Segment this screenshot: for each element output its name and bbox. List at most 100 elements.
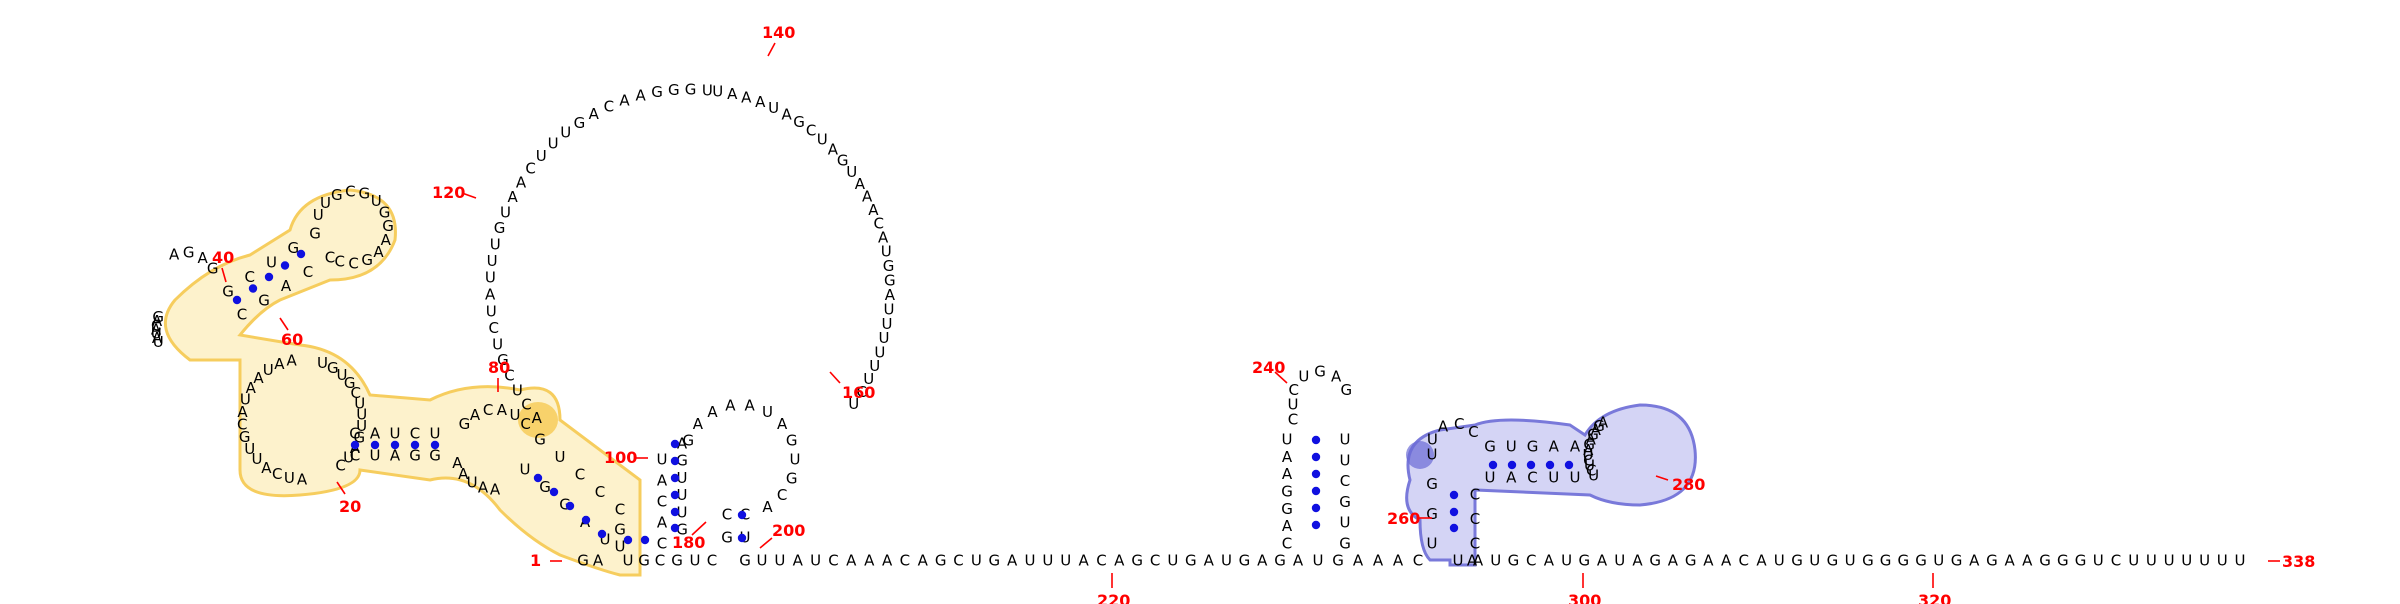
nucleotide-loop120-145: A — [532, 409, 543, 427]
nucleotide-loop120-158: U — [500, 203, 511, 221]
nucleotide-loop140-191: U — [881, 243, 892, 261]
nucleotide-linear-200s-10: U — [774, 552, 785, 570]
nucleotide-hp240-right-107: G — [1339, 493, 1351, 511]
nucleotide-loop120-163: U — [548, 135, 559, 153]
nucleotide-internal-loop-left-296: A — [246, 379, 257, 397]
yellow-region-outline — [164, 188, 642, 577]
nucleotide-loop180-217: A — [725, 396, 736, 414]
nucleotide-hp80-bottom-311: A — [452, 454, 463, 472]
nucleotide-loop140-180: G — [793, 113, 805, 131]
nucleotide-tail-55: A — [1632, 552, 1643, 570]
nucleotide-stem-base-6: U — [690, 552, 701, 570]
nucleotide-loop140-188: A — [868, 201, 879, 219]
nucleotide-tail-78: G — [2039, 552, 2051, 570]
nucleotide-loop140-185: U — [846, 163, 857, 181]
base-pair-dot-helix40-4 — [296, 249, 306, 259]
nucleotide-loop40-263: G — [207, 260, 219, 278]
nucleotide-loop180-215: A — [693, 415, 704, 433]
tick-pos-40 — [221, 267, 227, 283]
nucleotide-loop120-168: A — [619, 92, 630, 110]
nucleotide-hp240-right-105: U — [1340, 451, 1351, 469]
nucleotide-linear-200s-18: A — [918, 552, 929, 570]
nucleotide-hp80-top-302: A — [470, 406, 481, 424]
base-pair-dot-hp260-2 — [1449, 523, 1459, 533]
nucleotide-loop120-161: C — [525, 160, 535, 178]
nucleotide-internal-loop-left-288: C — [272, 465, 282, 483]
nucleotide-internal-loop-left-299: A — [274, 355, 285, 373]
nucleotide-stem-base-5: G — [671, 552, 683, 570]
nucleotide-loop-left-256: A — [151, 321, 162, 339]
nucleotide-loop120-164: U — [560, 124, 571, 142]
base-pair-dot-ml280-2 — [1526, 460, 1536, 470]
base-pair-dot-stem100-0 — [670, 439, 680, 449]
nucleotide-hp240-loop-101: G — [1314, 363, 1326, 381]
nucleotide-helix40-bottom-238: C — [303, 263, 313, 281]
nucleotide-hp260-right-115: C — [1470, 510, 1480, 528]
nucleotide-stem200-226: C — [722, 506, 732, 524]
base-pair-dot-stem100-3 — [670, 490, 680, 500]
label-pos-200: 200 — [772, 521, 805, 540]
nucleotide-internal-loop-left-290: U — [252, 450, 263, 468]
nucleotide-loop120-146: C — [521, 396, 531, 414]
nucleotide-hp240-right-109: G — [1339, 535, 1351, 553]
nucleotide-helix-mid-top-278: U — [390, 425, 401, 443]
nucleotide-loop140-202: U — [848, 395, 859, 413]
nucleotide-loop40-260: A — [169, 245, 180, 263]
nucleotide-stem-base-8: G — [739, 552, 751, 570]
nucleotide-hp240-left-91: A — [1282, 517, 1293, 535]
base-pair-dot-ml280-3 — [1545, 460, 1555, 470]
nucleotide-loop180-221: G — [786, 432, 798, 450]
nucleotide-loop120-166: A — [589, 105, 600, 123]
nucleotide-linker-43: A — [1373, 552, 1384, 570]
nucleotide-linear-200s-30: G — [1131, 552, 1143, 570]
nucleotide-helix-mid-top-277: A — [370, 425, 381, 443]
nucleotide-loop180-214: G — [682, 432, 694, 450]
nucleotide-tail-58: G — [1685, 552, 1697, 570]
nucleotide-stem100-right-210: U — [677, 469, 688, 487]
tick-pos-160 — [829, 371, 841, 384]
nucleotide-internal-loop-left-300: A — [286, 351, 297, 369]
nucleotide-helix-mid-top-276: G — [349, 425, 361, 443]
nucleotide-ml280-loop-139: A — [1583, 441, 1594, 459]
nucleotide-linear-200s-36: G — [1239, 552, 1251, 570]
nucleotide-internal-loop-left-297: A — [253, 369, 264, 387]
nucleotide-stem100-left-205: C — [657, 493, 667, 511]
nucleotide-loop140-194: A — [885, 286, 896, 304]
nucleotide-hp240-left-97: C — [1288, 411, 1298, 429]
nucleotide-internal-loop-left-295: U — [240, 391, 251, 409]
nucleotide-tail-54: U — [1614, 552, 1625, 570]
nucleotide-helix40-bottom-236: G — [258, 291, 270, 309]
nucleotide-internal-loop-left-294: A — [237, 403, 248, 421]
nucleotide-loop-left-255: C — [151, 316, 161, 334]
nucleotide-loop-left-253: G — [152, 308, 164, 326]
base-pair-dot-hp240-5 — [1311, 520, 1321, 530]
nucleotide-loop120-152: U — [486, 302, 497, 320]
nucleotide-loop140-183: A — [828, 141, 839, 159]
nucleotide-tail-82: C — [2111, 552, 2121, 570]
nucleotide-loop120-155: U — [487, 252, 498, 270]
nucleotide-tail-59: A — [1703, 552, 1714, 570]
nucleotide-ml280-top-126: A — [1549, 438, 1560, 456]
nucleotide-tail-48: G — [1508, 552, 1520, 570]
nucleotide-tail-80: G — [2075, 552, 2087, 570]
nucleotide-ml280-bottom-130: C — [1527, 469, 1537, 487]
nucleotide-helix40-top-234: G — [309, 225, 321, 243]
nucleotide-tail-71: G — [1915, 552, 1927, 570]
nucleotide-loop-left-254: A — [152, 312, 163, 330]
nucleotide-tail-46: A — [1473, 552, 1484, 570]
base-pair-dot-stem200-0 — [737, 510, 747, 520]
nucleotide-hp260-right-116: C — [1470, 535, 1480, 553]
nucleotide-internal-loop-left-292: G — [239, 428, 251, 446]
nucleotide-tail-85: U — [2164, 552, 2175, 570]
nucleotide-stem-base-4: C — [655, 552, 665, 570]
nucleotide-loop140-177: A — [755, 93, 766, 111]
nucleotide-loop180-219: U — [762, 403, 773, 421]
nucleotide-linear-200s-22: G — [988, 552, 1000, 570]
nucleotide-helix40-top-233: G — [287, 239, 299, 257]
nucleotide-loop120-170: G — [651, 83, 663, 101]
tick-pos-20 — [336, 481, 346, 495]
nucleotide-loop140-187: A — [862, 188, 873, 206]
nucleotide-helix40-top-230: G — [222, 283, 234, 301]
nucleotide-stem100-right-208: A — [677, 435, 688, 453]
